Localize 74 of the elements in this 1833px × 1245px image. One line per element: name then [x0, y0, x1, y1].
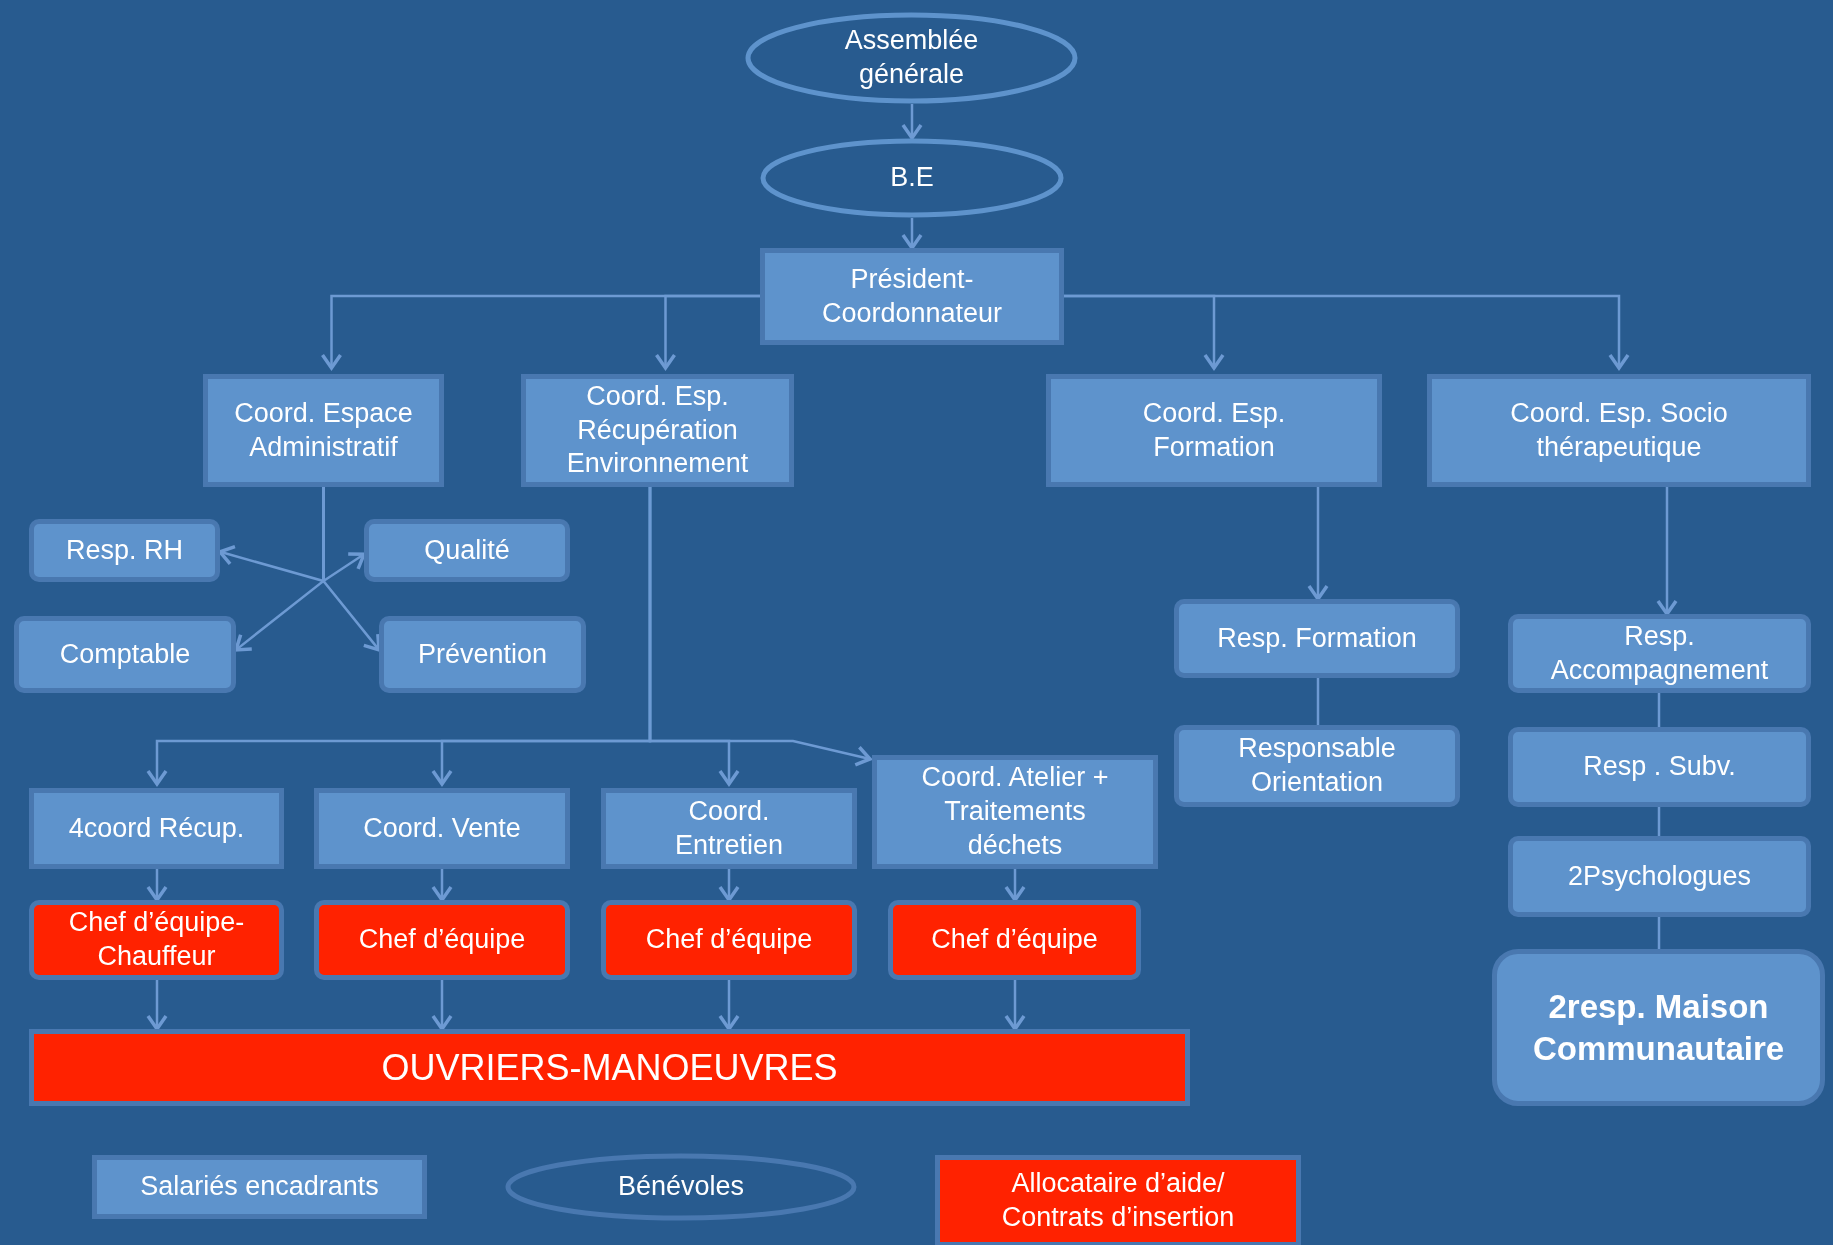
org-box — [1046, 374, 1382, 487]
node-label: Chef d’équipe — [357, 923, 527, 957]
org-box — [14, 616, 236, 693]
node-label: Resp . Subv. — [1582, 750, 1737, 784]
node-label: Coord. Atelier + Traitements déchets — [920, 761, 1110, 862]
org-box — [1508, 836, 1811, 917]
legend-label: Bénévoles — [617, 1170, 745, 1204]
node-label: Resp. RH — [65, 533, 184, 567]
arrow — [431, 869, 453, 902]
org-box — [1174, 725, 1460, 807]
arrow — [1064, 294, 1630, 370]
org-box — [29, 788, 284, 869]
arrow — [1004, 980, 1026, 1031]
org-box — [601, 788, 857, 869]
workers-bar — [29, 1029, 1190, 1106]
node-label: Coord. Espace Administratif — [233, 396, 414, 464]
node-label: B.E — [889, 161, 935, 195]
org-box — [1174, 599, 1460, 678]
node-label: Coord. Esp. Formation — [1141, 396, 1287, 464]
connector-line — [1657, 917, 1661, 949]
arrow — [654, 294, 760, 370]
oval-node — [745, 12, 1078, 104]
org-box — [203, 374, 444, 487]
org-box — [521, 374, 794, 487]
arrow — [1004, 869, 1026, 902]
org-box — [314, 788, 570, 869]
node-label: 2resp. Maison Communautaire — [1531, 987, 1786, 1069]
node-label: Responsable Orientation — [1237, 732, 1397, 799]
team-leader-box — [601, 900, 857, 980]
arrow — [431, 980, 453, 1031]
node-label: Chef d’équipe — [644, 923, 814, 957]
org-box — [760, 248, 1064, 345]
org-box — [364, 519, 570, 582]
node-label: 4coord Récup. — [67, 811, 246, 845]
org-box — [1427, 374, 1811, 487]
node-label: Comptable — [58, 637, 192, 671]
connector-line — [1657, 693, 1661, 727]
arrow — [146, 869, 168, 902]
org-box — [1492, 949, 1825, 1106]
arrow — [648, 487, 872, 767]
node-label: Coord. Esp. Récupération Environnement — [565, 379, 750, 481]
org-box — [379, 616, 586, 693]
node-label: Resp. Formation — [1216, 621, 1418, 655]
node-label: Coord. Esp. Socio thérapeutique — [1509, 396, 1729, 464]
node-label: Chef d’équipe-Chauffeur — [67, 906, 246, 973]
arrow — [718, 980, 740, 1031]
node-label: 2Psychologues — [1566, 859, 1753, 893]
arrow — [901, 218, 923, 250]
arrow — [718, 869, 740, 902]
org-box — [872, 755, 1158, 869]
oval-node — [760, 138, 1064, 218]
node-label: Qualité — [423, 533, 511, 567]
connector-line — [1657, 807, 1661, 836]
org-box — [1508, 614, 1811, 693]
team-leader-box — [314, 900, 570, 980]
org-box — [29, 519, 220, 582]
legend-label: Allocataire d’aide/ Contrats d’insertion — [1000, 1167, 1236, 1234]
node-label: OUVRIERS-MANOEUVRES — [380, 1046, 839, 1090]
org-box — [1508, 727, 1811, 807]
arrow — [146, 980, 168, 1031]
legend-label: Salariés encadrants — [140, 1170, 379, 1204]
node-label: Coord. Vente — [362, 811, 522, 845]
connector-line — [1316, 678, 1320, 725]
node-label: Président-Coordonnateur — [820, 262, 1004, 330]
node-label: Prévention — [416, 637, 549, 671]
arrow — [1307, 487, 1329, 601]
arrow — [1656, 487, 1678, 616]
team-leader-box — [888, 900, 1141, 980]
node-label: Resp. Accompagnement — [1549, 619, 1770, 687]
arrow — [901, 104, 923, 140]
node-label: Chef d’équipe — [930, 923, 1099, 957]
node-label: Coord. Entretien — [673, 794, 785, 862]
team-leader-box — [29, 900, 284, 980]
node-label: Assemblée générale — [843, 24, 980, 91]
